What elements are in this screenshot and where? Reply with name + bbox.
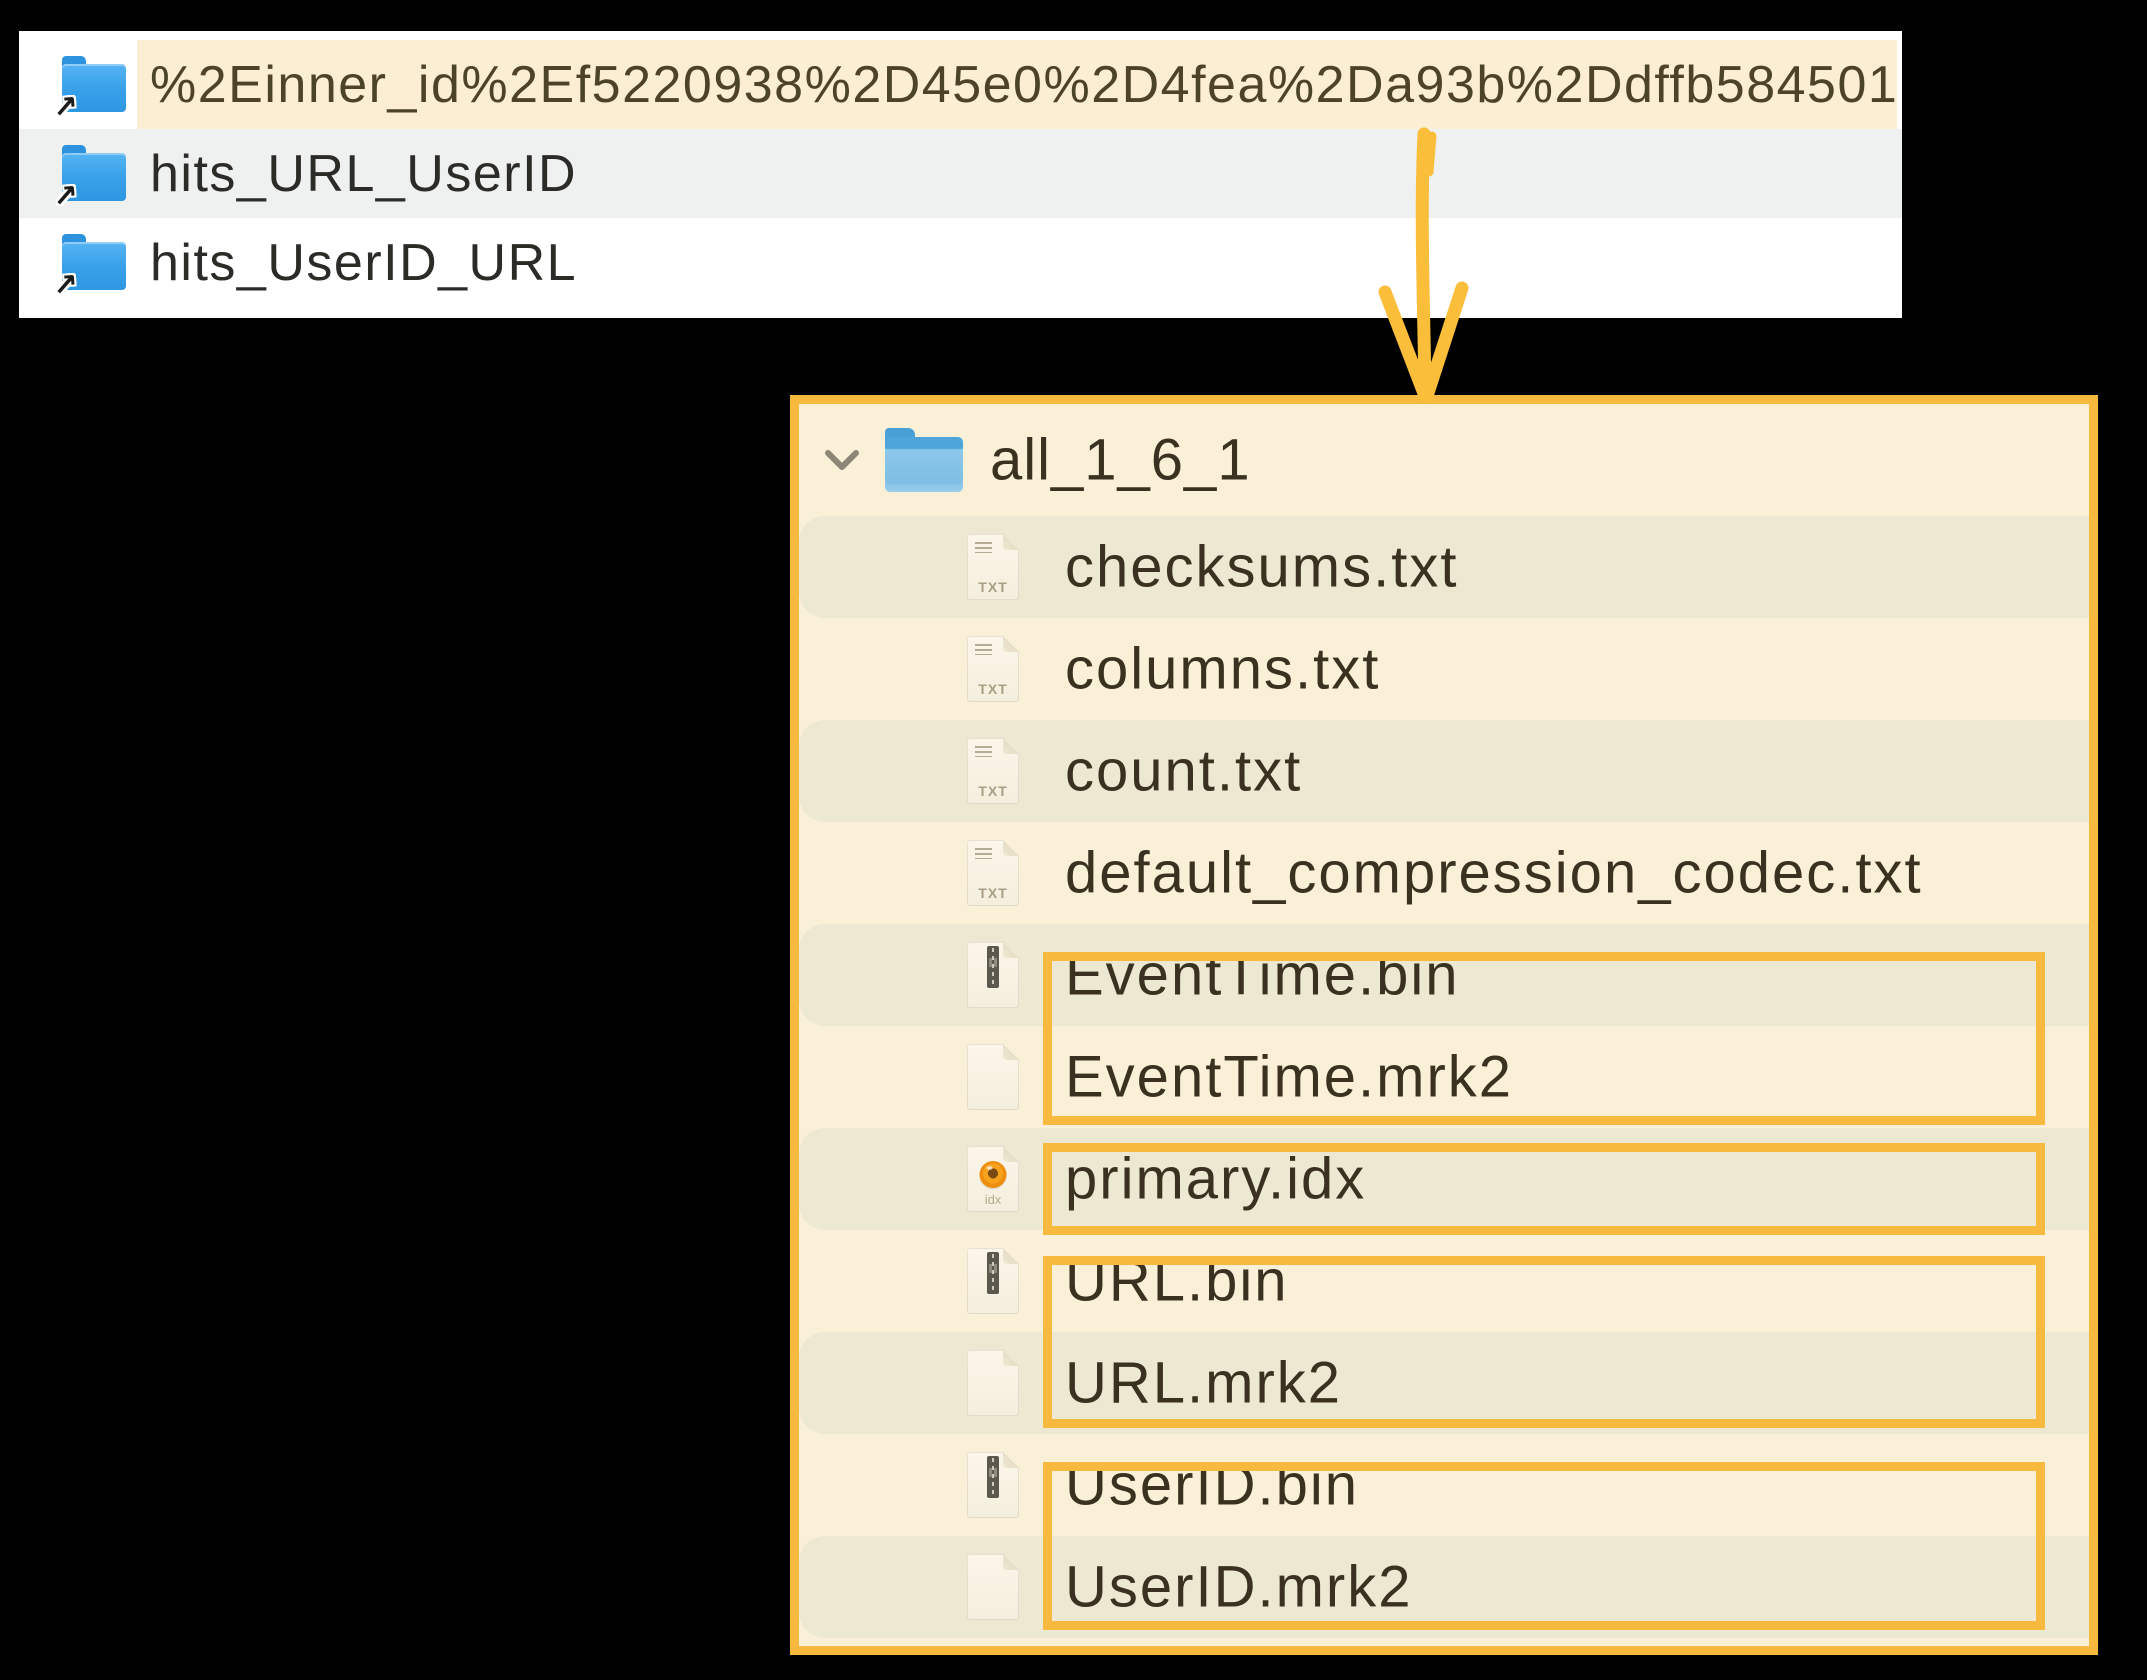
idx-file-icon: idx	[967, 1146, 1019, 1212]
finder-row-label: %2Einner_id%2Ef5220938%2D45e0%2D4fea%2Da…	[150, 55, 1897, 114]
tree-content: all_1_6_1 TXT checksums.txt TXT columns.…	[799, 404, 2089, 1646]
part-folder-tree-panel: all_1_6_1 TXT checksums.txt TXT columns.…	[790, 395, 2098, 1655]
tree-root-label: all_1_6_1	[990, 427, 1251, 493]
tree-file-row-primary.idx[interactable]: idx primary.idx	[799, 1128, 2089, 1230]
file-name: count.txt	[1065, 738, 1303, 804]
tree-file-row-count.txt[interactable]: TXT count.txt	[799, 720, 2089, 822]
zipper-glyph	[987, 946, 999, 988]
disc-glyph	[979, 1161, 1007, 1188]
folder-body	[62, 63, 126, 112]
tree-file-row-columns.txt[interactable]: TXT columns.txt	[799, 618, 2089, 720]
finder-row-label-cell: %2Einner_id%2Ef5220938%2D45e0%2D4fea%2Da…	[137, 40, 1897, 129]
file-name: UserID.mrk2	[1065, 1554, 1413, 1620]
text-lines-glyph	[975, 746, 992, 757]
finder-row-icon-cell: ↗	[19, 129, 137, 218]
finder-row-label: hits_UserID_URL	[150, 233, 578, 292]
blank-file-icon	[967, 1044, 1019, 1110]
finder-row-label-cell: hits_UserID_URL	[137, 218, 1897, 307]
folder-body	[62, 152, 126, 201]
folder-icon	[885, 428, 963, 492]
finder-row-label: hits_URL_UserID	[150, 144, 578, 203]
finder-row-2[interactable]: ↗ hits_UserID_URL	[19, 218, 1902, 307]
tree-file-row-default_compression_codec.txt[interactable]: TXT default_compression_codec.txt	[799, 822, 2089, 924]
finder-row-label-cell: hits_URL_UserID	[137, 129, 1897, 218]
zipper-glyph	[987, 1456, 999, 1498]
finder-row-icon-cell: ↗	[19, 218, 137, 307]
txt-file-icon: TXT	[967, 840, 1019, 906]
file-name: primary.idx	[1065, 1146, 1367, 1212]
finder-row-1[interactable]: ↗ hits_URL_UserID	[19, 129, 1902, 218]
text-lines-glyph	[975, 644, 992, 655]
tree-file-row-UserID.bin[interactable]: UserID.bin	[799, 1434, 2089, 1536]
alias-arrow-badge: ↗	[51, 178, 80, 214]
tree-file-rows: TXT checksums.txt TXT columns.txt TXT co…	[799, 516, 2089, 1638]
file-name: UserID.bin	[1065, 1452, 1359, 1518]
finder-row-icon-cell: ↗	[19, 40, 137, 129]
folder-alias-icon: ↗	[52, 233, 126, 302]
alias-arrow-badge: ↗	[51, 89, 80, 125]
chevron-down-icon[interactable]	[822, 446, 862, 474]
file-name: URL.bin	[1065, 1248, 1289, 1314]
folder-body	[62, 241, 126, 290]
bin-file-icon	[967, 1452, 1019, 1518]
folder-alias-icon: ↗	[52, 144, 126, 213]
file-name: columns.txt	[1065, 636, 1381, 702]
bin-file-icon	[967, 1248, 1019, 1314]
txt-file-icon: TXT	[967, 636, 1019, 702]
tree-file-row-URL.mrk2[interactable]: URL.mrk2	[799, 1332, 2089, 1434]
file-name: EventTime.bin	[1065, 942, 1460, 1008]
file-name: URL.mrk2	[1065, 1350, 1343, 1416]
tree-file-row-checksums.txt[interactable]: TXT checksums.txt	[799, 516, 2089, 618]
tree-file-row-URL.bin[interactable]: URL.bin	[799, 1230, 2089, 1332]
file-icon-badge: TXT	[978, 681, 1008, 697]
finder-list-panel: ↗ %2Einner_id%2Ef5220938%2D45e0%2D4fea%2…	[19, 31, 1902, 318]
folder-body	[885, 437, 963, 492]
finder-rows: ↗ %2Einner_id%2Ef5220938%2D45e0%2D4fea%2…	[19, 40, 1902, 307]
file-icon-badge: TXT	[978, 579, 1008, 595]
file-name: EventTime.mrk2	[1065, 1044, 1514, 1110]
zipper-glyph	[987, 1252, 999, 1294]
tree-file-row-EventTime.mrk2[interactable]: EventTime.mrk2	[799, 1026, 2089, 1128]
file-icon-badge: TXT	[978, 885, 1008, 901]
text-lines-glyph	[975, 542, 992, 553]
blank-file-icon	[967, 1350, 1019, 1416]
tree-root-row[interactable]: all_1_6_1	[799, 404, 2089, 516]
folder-alias-icon: ↗	[52, 55, 126, 124]
file-name: checksums.txt	[1065, 534, 1459, 600]
blank-file-icon	[967, 1554, 1019, 1620]
txt-file-icon: TXT	[967, 534, 1019, 600]
down-arrow-annotation	[1378, 127, 1469, 403]
file-icon-badge: TXT	[978, 783, 1008, 799]
file-name: default_compression_codec.txt	[1065, 840, 1923, 906]
alias-arrow-badge: ↗	[51, 267, 80, 303]
file-icon-badge: idx	[984, 1192, 1002, 1207]
bin-file-icon	[967, 942, 1019, 1008]
text-lines-glyph	[975, 848, 992, 859]
txt-file-icon: TXT	[967, 738, 1019, 804]
finder-row-0[interactable]: ↗ %2Einner_id%2Ef5220938%2D45e0%2D4fea%2…	[19, 40, 1902, 129]
tree-file-row-EventTime.bin[interactable]: EventTime.bin	[799, 924, 2089, 1026]
tree-file-row-UserID.mrk2[interactable]: UserID.mrk2	[799, 1536, 2089, 1638]
